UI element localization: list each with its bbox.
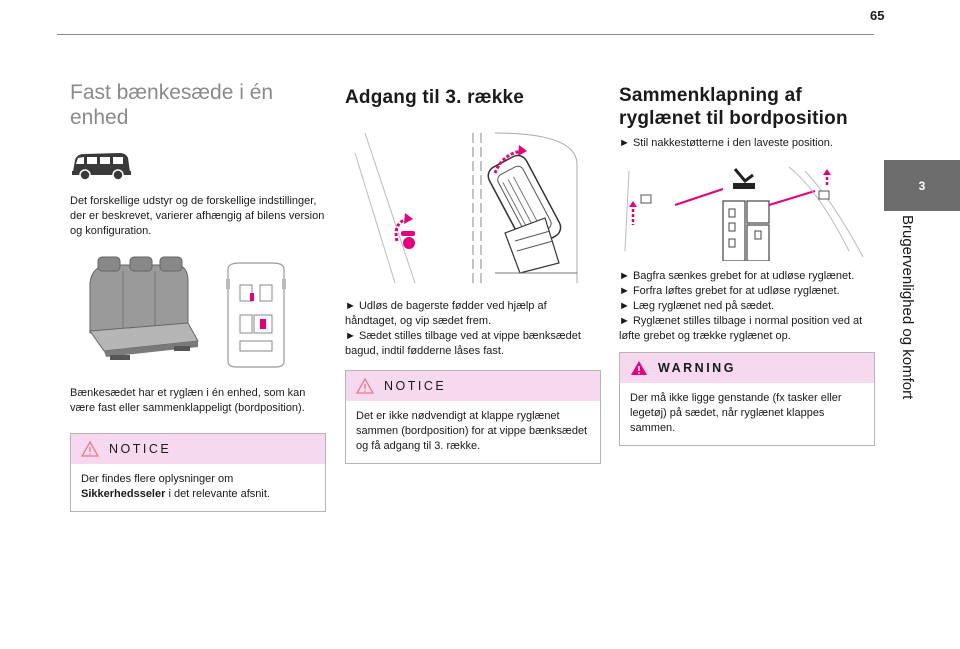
bench-seat-illustration	[70, 253, 326, 368]
notice-header: NOTICE	[346, 371, 600, 401]
page-number: 65	[870, 8, 885, 23]
notice-box-seatbelts: NOTICE Der findes flere oplysninger om S…	[70, 433, 326, 512]
section-heading-table-position-line1: Sammenklapning af	[619, 85, 802, 106]
column-fixed-bench: Fast bænkesæde i én enhed Det forskellig…	[70, 80, 326, 512]
notice-title: NOTICE	[384, 379, 447, 393]
step-release-feet: ► Udløs de bagerste fødder ved hjælp af …	[345, 300, 547, 327]
notice-text: Der findes flere oplysninger om	[81, 473, 234, 485]
chapter-number: 3	[918, 178, 926, 193]
step-lift-handle-front: ► Forfra løftes grebet for at udløse ryg…	[619, 285, 840, 297]
warning-box: WARNING Der må ikke ligge genstande (fx …	[619, 352, 875, 446]
section-heading-fixed-bench: Fast bænkesæde i én enhed	[70, 81, 274, 129]
van-icon	[70, 148, 326, 182]
header-rule	[57, 34, 874, 35]
backrest-fold-illustration	[619, 161, 875, 261]
chapter-tab[interactable]: 3	[884, 160, 960, 211]
bench-description: Bænkesædet har et ryglæn i én enhed, som…	[70, 387, 306, 414]
chapter-title: Brugervenlighed og komfort	[899, 215, 916, 400]
step-restore-backrest: ► Ryglænet stilles tilbage i normal posi…	[619, 315, 863, 342]
warning-header: WARNING	[620, 353, 874, 383]
step-fold-backrest: ► Læg ryglænet ned på sædet.	[619, 300, 775, 312]
section-heading-table-position-line2: ryglænet til bordposition	[619, 108, 848, 129]
warning-title: WARNING	[658, 361, 736, 375]
notice-title: NOTICE	[109, 442, 172, 456]
step-reset-seat: ► Sædet stilles tilbage ved at vippe bæn…	[345, 330, 581, 357]
notice-header: NOTICE	[71, 434, 325, 464]
notice-box-third-row: NOTICE Det er ikke nødvendigt at klappe …	[345, 370, 601, 464]
column-table-position: Sammenklapning af ryglænet til bordposit…	[619, 84, 875, 446]
step-lower-handle-rear: ► Bagfra sænkes grebet for at udløse ryg…	[619, 270, 855, 282]
intro-paragraph: Det forskellige udstyr og de forskellige…	[70, 195, 325, 237]
notice-text-end: i det relevante afsnit.	[165, 488, 270, 500]
notice-warning-icon	[81, 441, 99, 457]
column-third-row-access: Adgang til 3. række	[345, 86, 601, 464]
step-headrests: ► Stil nakkestøtterne i den laveste posi…	[619, 137, 833, 149]
warning-body: Der må ikke ligge genstande (fx tasker e…	[630, 392, 842, 434]
notice-warning-icon	[356, 378, 374, 394]
seat-tilt-illustration	[345, 123, 601, 291]
seatbelts-link: Sikkerhedsseler	[81, 488, 166, 500]
notice-body: Det er ikke nødvendigt at klappe ryglæne…	[356, 410, 588, 452]
section-heading-third-row: Adgang til 3. række	[345, 87, 525, 108]
notice-body: Der findes flere oplysninger om Sikkerhe…	[71, 464, 325, 511]
warning-icon	[631, 361, 647, 375]
